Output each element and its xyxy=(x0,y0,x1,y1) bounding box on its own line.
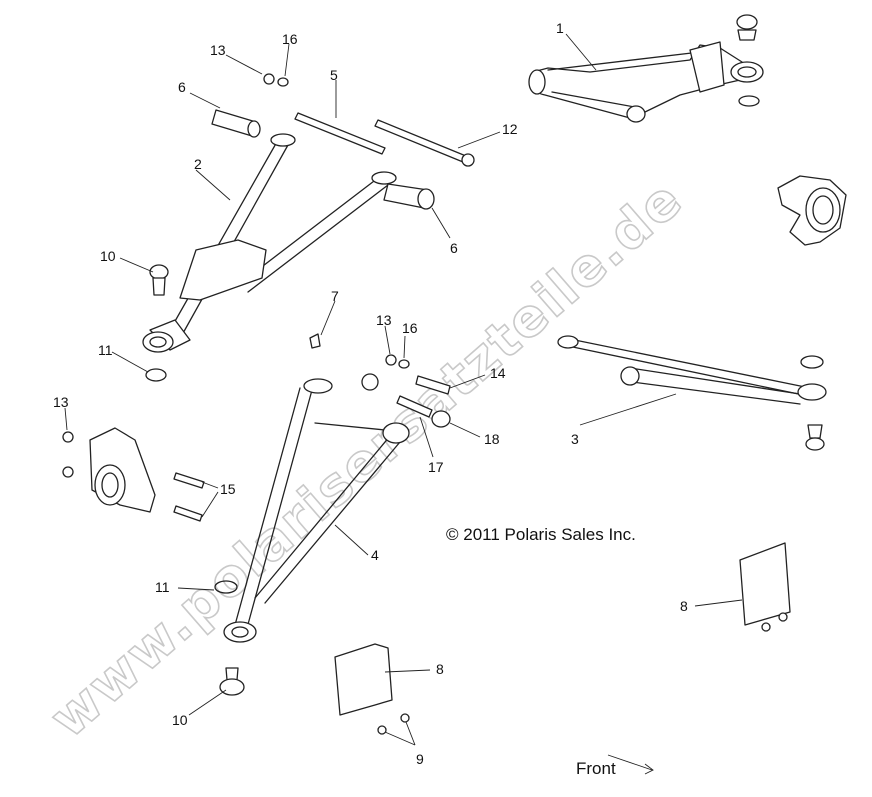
part-1-upper-right-a-arm xyxy=(528,14,764,123)
part-4-lower-left-a-arm xyxy=(223,378,410,643)
part-bushing-mid xyxy=(361,373,379,391)
callout-13-top: 13 xyxy=(210,42,226,58)
front-label: Front xyxy=(576,759,616,778)
part-5-pivot-tube xyxy=(294,112,386,155)
part-3-lower-right-a-arm xyxy=(557,335,827,451)
part-16-washer-mid xyxy=(398,359,410,369)
callout-2: 2 xyxy=(194,156,202,172)
part-18-bushing xyxy=(431,410,451,428)
part-spindle-left xyxy=(89,427,156,513)
part-10-ball-joint-bottom xyxy=(219,667,245,696)
front-arrow-icon xyxy=(644,763,654,775)
part-13-nut-left xyxy=(62,431,74,443)
callout-7: 7 xyxy=(331,288,339,304)
callout-16-top: 16 xyxy=(282,31,298,47)
part-13-nut-left-2 xyxy=(62,466,74,478)
part-15-bolt-upper xyxy=(173,472,205,489)
callout-16-mid: 16 xyxy=(402,320,418,336)
part-15-bolt-lower xyxy=(173,505,203,522)
callout-12: 12 xyxy=(502,121,518,137)
callout-4: 4 xyxy=(371,547,379,563)
callout-11-bottom: 11 xyxy=(155,579,170,595)
callout-15: 15 xyxy=(220,481,236,497)
part-spindle-right xyxy=(777,175,847,246)
part-2-upper-left-a-arm xyxy=(142,133,397,353)
part-11-snap-ring-top xyxy=(145,368,167,382)
part-8-skid-plate-right xyxy=(739,542,791,626)
part-13-nut-top xyxy=(263,73,275,85)
callout-6-top: 6 xyxy=(178,79,186,95)
part-11-snap-ring-bottom xyxy=(214,580,238,594)
callout-10-bottom: 10 xyxy=(172,712,188,728)
part-8-skid-plate-bottom xyxy=(334,643,393,716)
callout-3: 3 xyxy=(571,431,579,447)
part-6-bushing-top xyxy=(211,109,261,138)
callout-8-right: 8 xyxy=(680,598,688,614)
callout-13-left: 13 xyxy=(53,394,69,410)
callout-18: 18 xyxy=(484,431,500,447)
part-7-grease-fitting xyxy=(309,333,321,349)
callout-17: 17 xyxy=(428,459,444,475)
part-10-ball-joint-top xyxy=(149,264,169,296)
callout-14: 14 xyxy=(490,365,506,381)
callout-10-top: 10 xyxy=(100,248,116,264)
part-9-screws-right xyxy=(761,612,788,632)
part-17-pin xyxy=(396,395,433,418)
part-6-bushing-right xyxy=(383,183,435,210)
callout-9: 9 xyxy=(416,751,424,767)
part-12-bolt xyxy=(374,119,475,167)
callout-5: 5 xyxy=(330,67,338,83)
callout-6-right: 6 xyxy=(450,240,458,256)
callout-13-mid: 13 xyxy=(376,312,392,328)
copyright-text: © 2011 Polaris Sales Inc. xyxy=(446,525,636,544)
part-16-washer-top xyxy=(277,77,289,87)
leader-lines xyxy=(64,33,743,771)
callout-8-bottom: 8 xyxy=(436,661,444,677)
part-9-screws-bottom xyxy=(377,713,410,735)
callout-11-top: 11 xyxy=(98,342,113,358)
callout-1: 1 xyxy=(556,20,564,36)
part-14-pin xyxy=(415,375,451,395)
part-13-nut-mid xyxy=(385,354,397,366)
